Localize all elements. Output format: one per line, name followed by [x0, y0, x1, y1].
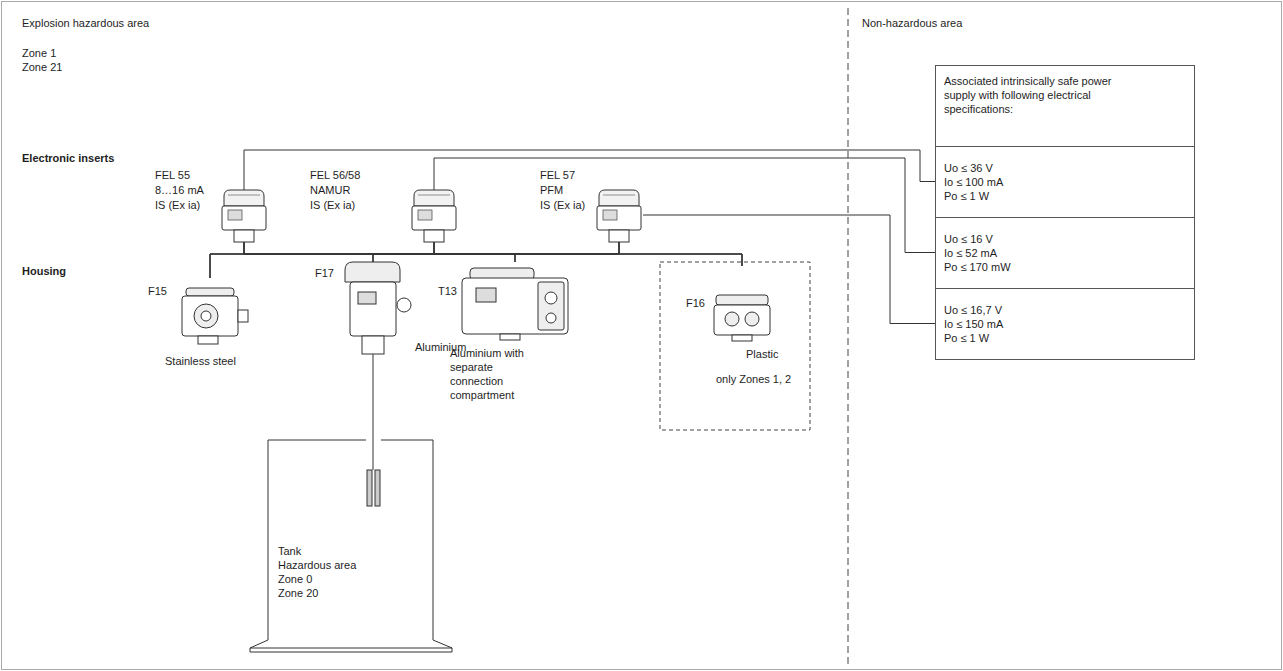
housing: F17Aluminium [315, 262, 470, 354]
housing-f15-icon [182, 288, 248, 344]
spec-text: IS (Ex ia) [540, 198, 585, 212]
housing-f16-icon [714, 295, 770, 341]
electronic-insert: FEL 57PFMIS (Ex ia) [595, 190, 643, 242]
table-header: Associated intrinsically safe power supp… [936, 66, 1127, 146]
spec-text: Uo ≤ 16,7 V [944, 303, 1186, 317]
zone-restriction-frame [660, 262, 810, 430]
spec-cell: Uo ≤ 16 VIo ≤ 52 mAPo ≤ 170 mW [936, 217, 1194, 288]
housing-f17-icon [345, 262, 411, 506]
spec-text: Stainless steel [165, 354, 236, 368]
section-label: Housing [22, 264, 66, 278]
supply-wire [643, 215, 936, 324]
housing-link [244, 242, 373, 262]
tank-vessel: TankHazardous areaZone 0Zone 20 [268, 440, 433, 645]
part-name: F16 [686, 296, 705, 310]
electronic-insert: FEL 56/58NAMURIS (Ex ia) [410, 190, 458, 242]
housing-link [373, 242, 619, 262]
area-label: Zone 1 [22, 46, 56, 60]
housing: T13Aluminium with separate connection co… [438, 262, 578, 412]
part-name: F17 [315, 266, 334, 280]
spec-text: Tank [278, 544, 301, 558]
housing-link [373, 242, 434, 262]
housing-link [434, 242, 515, 262]
spec-text: Hazardous area [278, 558, 356, 572]
electronic-insert: FEL 558…16 mAIS (Ex ia) [220, 190, 268, 242]
part-name: FEL 55 [155, 168, 190, 182]
area-divider [848, 8, 849, 664]
housing-link [210, 242, 244, 278]
housing-link [619, 242, 742, 266]
supply-wire [434, 158, 936, 253]
spec-text: 8…16 mA [155, 183, 204, 197]
part-name: FEL 57 [540, 168, 575, 182]
power-supply-table: Associated intrinsically safe power supp… [935, 65, 1195, 360]
part-name: T13 [438, 284, 457, 298]
spec-text: Zone 0 [278, 572, 312, 586]
housing-link [210, 242, 619, 278]
spec-text: Zone 20 [278, 586, 318, 600]
housing-link [244, 242, 515, 262]
spec-text: Io ≤ 100 mA [944, 175, 1186, 189]
spec-text: Uo ≤ 16 V [944, 232, 1186, 246]
spec-text: IS (Ex ia) [155, 198, 200, 212]
area-label: Non-hazardous area [862, 16, 962, 30]
spec-text: PFM [540, 183, 563, 197]
insert-icon [412, 190, 456, 242]
housing-link [515, 242, 619, 262]
spec-text: Io ≤ 52 mA [944, 246, 1186, 260]
housing: F16Plastic only Zones 1, 2 [686, 266, 804, 391]
insert-icon [222, 190, 266, 242]
spec-text: Plastic [746, 347, 778, 361]
section-label: Electronic inserts [22, 151, 114, 165]
area-label: Zone 21 [22, 60, 62, 74]
part-name: FEL 56/58 [310, 168, 360, 182]
area-label: Explosion hazardous area [22, 16, 149, 30]
spec-text: Io ≤ 150 mA [944, 317, 1186, 331]
spec-text: Po ≤ 1 W [944, 189, 1186, 203]
housing-t13-icon [462, 268, 568, 340]
part-name: F15 [148, 284, 167, 298]
insert-icon [597, 190, 641, 242]
tank-outline [250, 440, 452, 652]
spec-text: Po ≤ 170 mW [944, 260, 1186, 274]
spec-text: NAMUR [310, 183, 350, 197]
spec-text: Uo ≤ 36 V [944, 161, 1186, 175]
spec-cell: Uo ≤ 36 VIo ≤ 100 mAPo ≤ 1 W [936, 146, 1194, 217]
spec-text: Po ≤ 1 W [944, 331, 1186, 345]
spec-text: only Zones 1, 2 [716, 372, 791, 386]
spec-text: IS (Ex ia) [310, 198, 355, 212]
spec-cell: Uo ≤ 16,7 VIo ≤ 150 mAPo ≤ 1 W [936, 288, 1194, 359]
housing: F15Stainless steel [145, 278, 265, 370]
spec-text: Aluminium with separate connection compa… [450, 346, 532, 402]
